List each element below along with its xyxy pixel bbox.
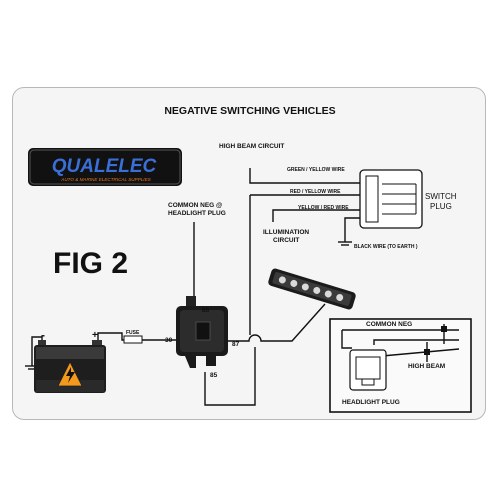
yellow-red-label: YELLOW / RED WIRE <box>298 205 349 211</box>
common-neg-label-line2: HEADLIGHT PLUG <box>168 210 226 217</box>
led-light-bar <box>268 268 356 310</box>
fuse-symbol <box>123 335 143 344</box>
relay-pin-85: 85 <box>210 372 218 379</box>
diagram-title: NEGATIVE SWITCHING VEHICLES <box>164 105 335 117</box>
inset-common-neg-label: COMMON NEG <box>366 321 412 328</box>
relay-pin-86: 86 <box>202 307 210 314</box>
switch-plug <box>359 169 423 229</box>
red-yellow-label: RED / YELLOW WIRE <box>290 189 341 195</box>
black-earth-wire <box>344 217 360 242</box>
illumination-label-line2: CIRCUIT <box>273 237 299 244</box>
inset-headlight-plug-label: HEADLIGHT PLUG <box>342 399 400 406</box>
qualelec-logo: QUALELEC AUTO & MARINE ELECTRICAL SUPPLI… <box>28 148 182 186</box>
logo-border <box>29 149 181 185</box>
relay-87-output-wire <box>228 303 326 342</box>
inset-high-beam-label: HIGH BEAM <box>408 363 445 370</box>
inset-left-wire <box>341 330 352 349</box>
high-beam-circuit-label: HIGH BEAM CIRCUIT <box>219 143 284 150</box>
battery-minus-sign: - <box>41 328 45 342</box>
illumination-label-line1: ILLUMINATION <box>263 229 309 236</box>
switch-plug-label-line2: PLUG <box>430 202 452 211</box>
switch-plug-label-line1: SWITCH <box>425 192 457 201</box>
logo-background <box>28 148 182 186</box>
relay <box>176 296 228 368</box>
relay-pin-87: 87 <box>232 341 240 348</box>
common-neg-label-line1: COMMON NEG @ <box>168 202 222 209</box>
green-yellow-label: GREEN / YELLOW WIRE <box>287 167 345 173</box>
headlight-inset <box>329 318 472 413</box>
figure-label: FIG 2 <box>53 247 128 280</box>
black-wire-label: BLACK WIRE (TO EARTH ) <box>354 244 418 250</box>
battery-plus-sign: + <box>92 330 98 341</box>
switch-earth-symbol <box>338 241 352 246</box>
logo-tagline: AUTO & MARINE ELECTRICAL SUPPLIES <box>60 177 151 182</box>
green-yellow-wire <box>249 168 360 184</box>
inset-headlight-plug <box>349 349 387 391</box>
relay-85-ground-wire <box>204 347 256 406</box>
yellow-red-wire <box>272 209 360 222</box>
inset-high-beam-wire <box>381 348 460 357</box>
inset-upper-wire <box>373 339 459 345</box>
battery <box>34 340 106 393</box>
logo-brand: QUALELEC <box>52 156 157 177</box>
fuse-label: FUSE <box>126 330 140 336</box>
